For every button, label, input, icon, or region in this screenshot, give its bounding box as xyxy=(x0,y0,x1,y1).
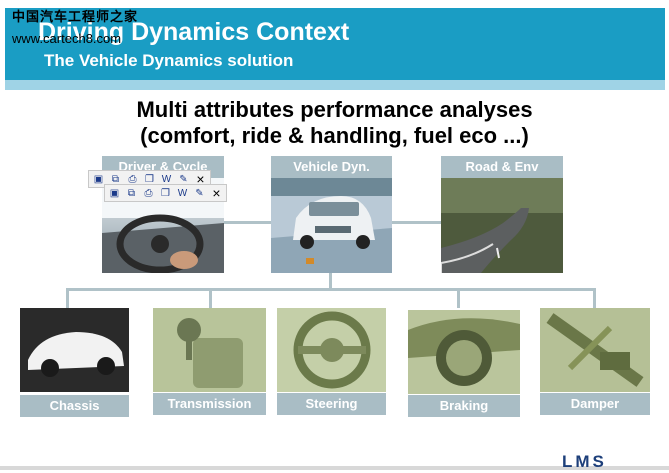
edit-icon[interactable]: ✎ xyxy=(195,187,204,199)
main-title-line1: Multi attributes performance analyses xyxy=(136,97,533,122)
label-damper: Damper xyxy=(540,393,650,415)
connector-vertical xyxy=(329,273,332,290)
damper-image xyxy=(540,308,650,392)
footer-divider xyxy=(0,466,669,470)
road-environment-image xyxy=(441,178,563,273)
label-vehicle-dyn: Vehicle Dyn. xyxy=(271,156,392,178)
copy-to-clipboard-icon[interactable]: ❐ xyxy=(161,187,170,199)
copy-to-clipboard-icon[interactable]: ❐ xyxy=(145,173,154,185)
connector-drop-transmission xyxy=(209,288,212,308)
watermark-url: www.cartech8.com xyxy=(12,31,122,46)
connector-drop-chassis xyxy=(66,288,69,308)
label-road-env: Road & Env xyxy=(441,156,563,178)
vehicle-test-image xyxy=(271,178,392,273)
label-transmission: Transmission xyxy=(153,393,266,415)
copy-icon[interactable]: ⧉ xyxy=(127,187,136,199)
transmission-image xyxy=(153,308,266,392)
word-export-icon[interactable]: W xyxy=(161,173,172,185)
edit-icon[interactable]: ✎ xyxy=(179,173,188,185)
connector-top-right xyxy=(391,221,441,224)
connector-drop-braking xyxy=(457,288,460,308)
print-icon[interactable]: ⎙ xyxy=(128,173,137,185)
slide-subtitle: The Vehicle Dynamics solution xyxy=(44,51,294,70)
save-icon[interactable]: ▣ xyxy=(93,173,104,185)
connector-top-left xyxy=(222,221,272,224)
lms-logo-text: LMS xyxy=(562,452,607,471)
watermark-chinese: 中国汽车工程师之家 xyxy=(12,9,139,24)
slide-title: Driving Dynamics Context xyxy=(38,18,350,46)
copy-icon[interactable]: ⧉ xyxy=(111,173,120,185)
main-title-line2: (comfort, ride & handling, fuel eco ...) xyxy=(140,123,529,148)
lms-logo: LMS xyxy=(562,452,607,472)
connector-bus xyxy=(66,288,596,291)
floating-toolbar-2: ▣ ⧉ ⎙ ❐ W ✎ × xyxy=(104,184,227,202)
connector-drop-damper xyxy=(593,288,596,308)
save-icon[interactable]: ▣ xyxy=(109,187,120,199)
close-icon[interactable]: × xyxy=(196,171,205,187)
header-accent-strip xyxy=(5,80,665,90)
header-bar xyxy=(5,8,665,80)
close-icon[interactable]: × xyxy=(212,185,221,201)
label-chassis: Chassis xyxy=(20,395,129,417)
label-braking: Braking xyxy=(408,395,520,417)
word-export-icon[interactable]: W xyxy=(177,187,188,199)
print-icon[interactable]: ⎙ xyxy=(144,187,153,199)
braking-image xyxy=(408,310,520,394)
label-steering: Steering xyxy=(277,393,386,415)
chassis-image xyxy=(20,308,129,392)
steering-image xyxy=(277,308,386,392)
